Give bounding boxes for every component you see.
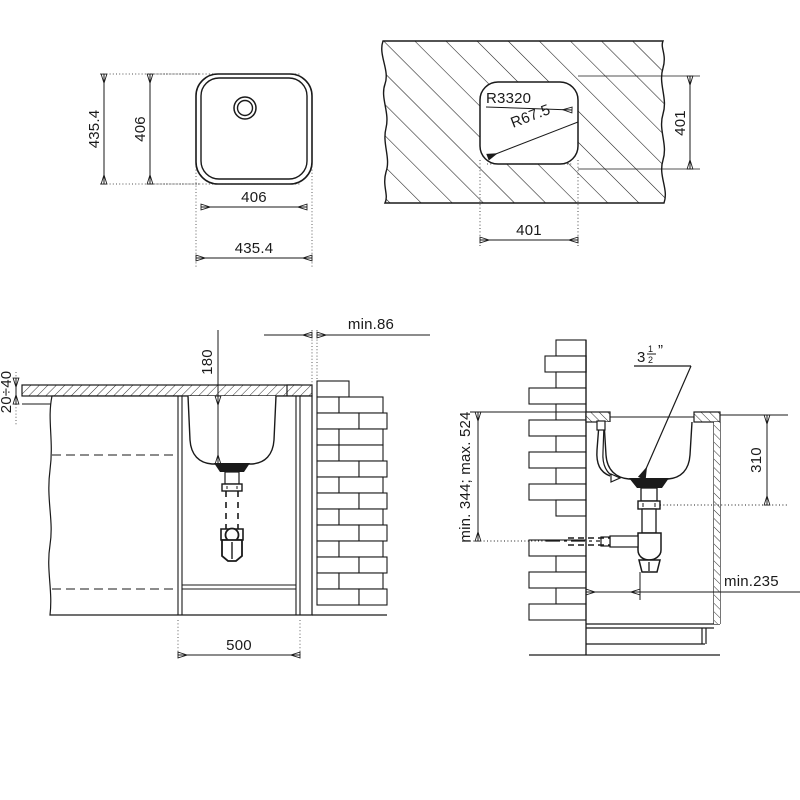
dimension-bowl-height: 310 xyxy=(660,414,788,506)
overflow-end-cap xyxy=(610,473,622,483)
waste-flange-side xyxy=(629,478,669,488)
leader-line xyxy=(637,365,692,481)
dimension-label-406-left: 406 xyxy=(132,116,149,142)
overflow-pipe xyxy=(596,423,611,477)
dimension-label-406-bottom: 406 xyxy=(241,189,267,206)
bowl-section-outline-side xyxy=(603,421,693,480)
dimension-waste-outlet-size: 3 1 2 ” xyxy=(634,342,692,481)
worktop-slab-side-right xyxy=(693,411,721,423)
plan-extension-lines xyxy=(100,73,313,268)
dimension-label-3-half-denominator: 2 xyxy=(648,355,653,365)
dimension-cabinet-width: 500 xyxy=(178,620,300,660)
dimension-radius-3320: R3320 xyxy=(485,90,572,110)
waste-tailpiece xyxy=(641,508,657,534)
dimension-height-overall: 435.4 xyxy=(86,74,104,184)
waste-trap-assembly-side xyxy=(546,478,669,573)
dimension-label-3-half-whole: 3 xyxy=(637,349,646,366)
dimension-label-435-bottom: 435.4 xyxy=(235,240,274,257)
waste-flange xyxy=(214,463,250,472)
cabinet-panel-lines xyxy=(177,396,301,615)
waste-body-side xyxy=(640,487,658,502)
dimension-label-3-half-inchmark: ” xyxy=(658,342,663,359)
dimension-height-bowl: 406 xyxy=(132,74,201,184)
front-section-view: 20÷40 180 min.86 500 xyxy=(0,316,430,660)
trap-body-side xyxy=(637,532,662,561)
dimension-label-20-40: 20÷40 xyxy=(0,371,15,414)
dimension-label-344-524: min. 344; max. 524 xyxy=(457,411,474,542)
overflow-fitting xyxy=(596,420,606,431)
side-section-view: 3 1 2 ” min. 344; max. 524 310 min.235 xyxy=(457,339,800,656)
dimension-cutout-width: 401 xyxy=(480,222,578,240)
dimension-label-310: 310 xyxy=(748,447,765,473)
dimension-label-401-right: 401 xyxy=(672,110,689,136)
bowl-section-outline xyxy=(187,395,277,465)
cutout-extension-lines xyxy=(578,75,700,170)
dimension-cabinet-depth: min.235 xyxy=(586,572,800,600)
dimension-bowl-depth: 180 xyxy=(199,330,218,464)
dimension-cutout-height: 401 xyxy=(672,76,690,169)
brick-wall-side-view xyxy=(528,339,720,656)
dimension-waste-height-range: min. 344; max. 524 xyxy=(457,411,610,543)
dimension-label-180: 180 xyxy=(199,349,216,375)
waste-nut xyxy=(221,483,243,492)
dimension-label-401-bottom: 401 xyxy=(516,222,542,239)
worktop-slab-left xyxy=(21,384,301,397)
waste-nut-side xyxy=(637,500,661,510)
dimension-label-500: 500 xyxy=(226,637,252,654)
dimension-wall-clearance: min.86 xyxy=(264,316,430,400)
cabinet-panel-hatch xyxy=(714,422,720,624)
waste-assembly xyxy=(214,463,250,562)
dimension-label-3-half-numerator: 1 xyxy=(648,344,653,354)
dimension-width-overall: 435.4 xyxy=(196,240,312,258)
worktop-slab-right xyxy=(286,384,313,397)
waste-body xyxy=(224,471,240,485)
dimension-label-min235: min.235 xyxy=(724,573,779,590)
dimension-worktop-thickness: 20÷40 xyxy=(0,371,16,425)
dimension-width-bowl: 406 xyxy=(201,189,307,207)
cutout-extension-lines-vertical xyxy=(479,160,579,246)
drain-hole-inner-icon xyxy=(236,99,254,117)
trap-outlet-pipe xyxy=(546,535,639,548)
dimension-label-r3320: R3320 xyxy=(486,90,531,107)
countertop-cutout-view: R3320 R67.5 401 401 xyxy=(381,40,700,246)
brick-wall-front-view xyxy=(312,380,388,616)
sink-top-plan-view: 435.4 406 406 435.4 xyxy=(86,73,313,268)
cabinet-hidden-lines xyxy=(52,454,178,590)
dimension-label-435-left: 435.4 xyxy=(86,110,103,149)
dimension-label-min86: min.86 xyxy=(348,316,394,333)
sink-bowl-outline xyxy=(200,77,308,180)
